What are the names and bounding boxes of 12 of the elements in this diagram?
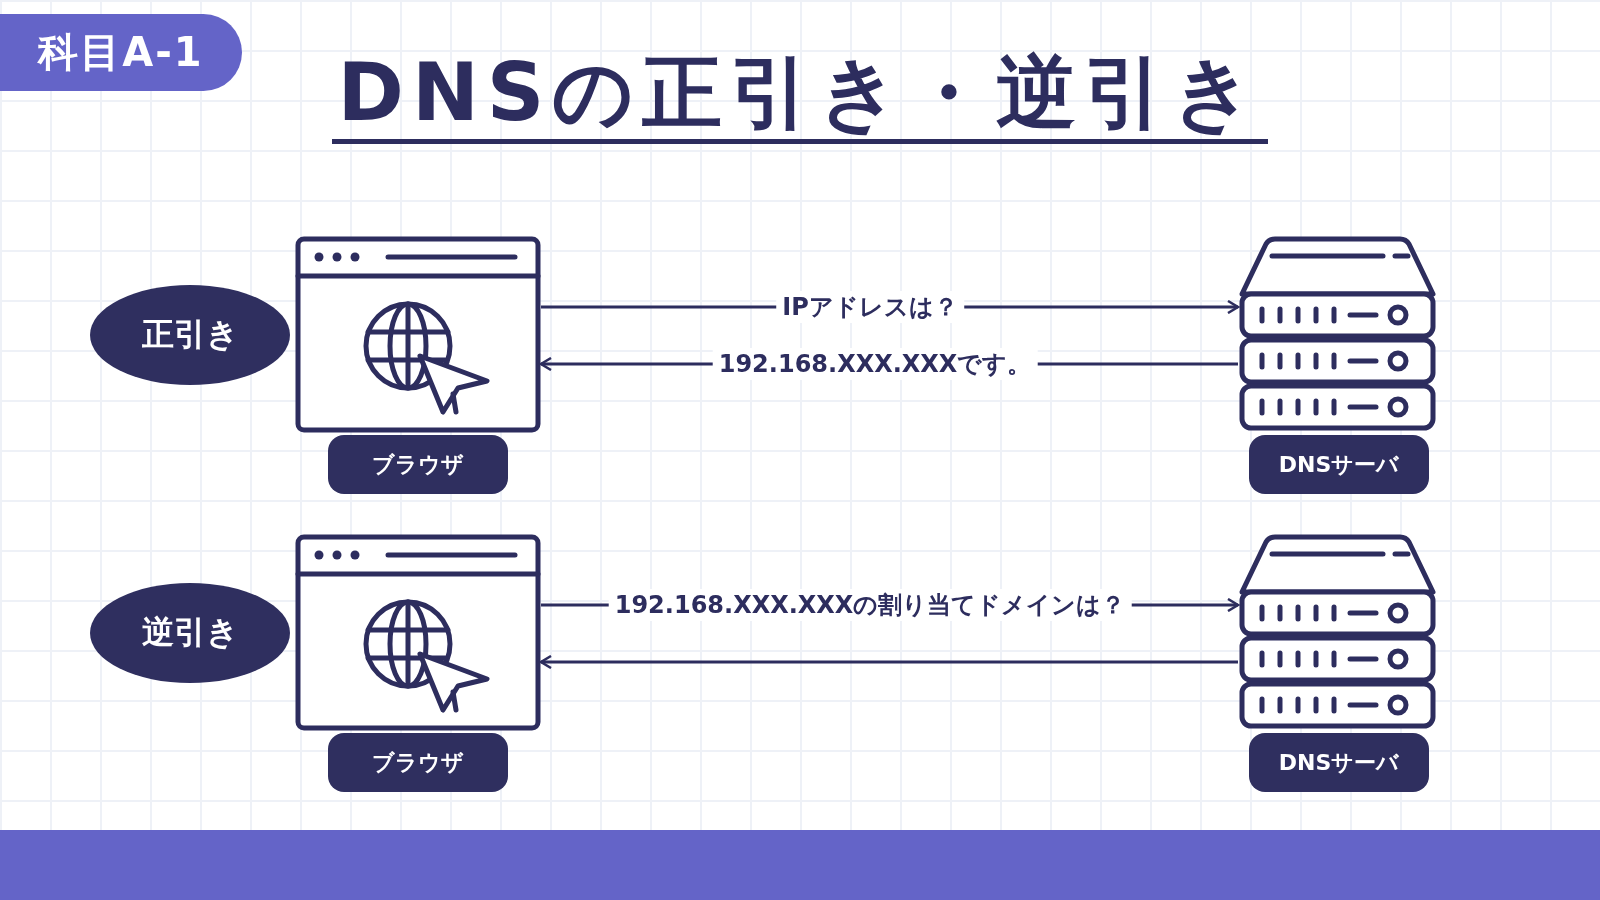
edge-label: IPアドレスは？ — [776, 291, 964, 323]
subject-tag: 科目A-1 — [0, 14, 242, 91]
edge-label: 192.168.XXX.XXXです。 — [712, 348, 1038, 380]
caption-label: DNSサーバ — [1249, 435, 1429, 494]
title: DNSの正引き・逆引き — [331, 46, 1269, 144]
arrow — [539, 654, 1238, 670]
edge-label: 192.168.XXX.XXXの割り当てドメインは？ — [608, 589, 1132, 621]
ellipse-label: 正引き — [90, 285, 290, 385]
caption-label: ブラウザ — [328, 733, 508, 792]
caption-label: DNSサーバ — [1249, 733, 1429, 792]
ellipse-label: 逆引き — [90, 583, 290, 683]
caption-label: ブラウザ — [328, 435, 508, 494]
